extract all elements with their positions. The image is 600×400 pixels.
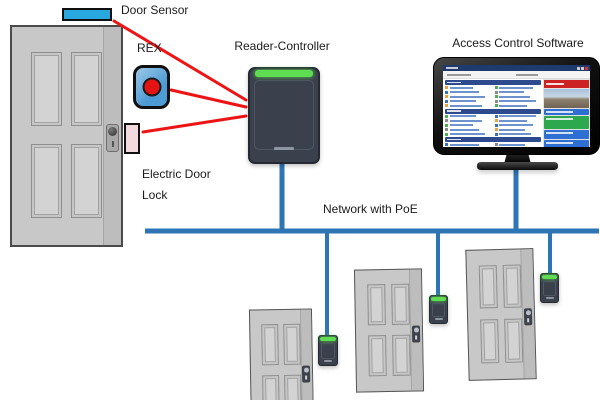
reader-led: [431, 297, 446, 301]
door-panel: [260, 323, 279, 366]
lock-wire: [141, 114, 248, 134]
reader-controller-label: Reader-Controller: [234, 39, 330, 53]
screen-section-header: [445, 108, 541, 114]
reader-face: [254, 80, 314, 150]
event-card: [544, 116, 589, 129]
door-panel: [71, 143, 102, 218]
rex-wire: [169, 88, 248, 109]
door-knob: [108, 127, 117, 136]
app-body: [443, 79, 590, 147]
door-panel: [284, 375, 303, 400]
screen-row: [445, 86, 541, 90]
screen-section-header: [445, 80, 541, 85]
app-logo-mark: [446, 67, 458, 69]
door-panel: [31, 51, 62, 126]
reader-face: [432, 303, 445, 317]
camera-snapshot: [544, 89, 589, 108]
screen-list: [443, 79, 543, 147]
screen-row: [445, 99, 541, 104]
event-sidebar-header: [544, 80, 589, 88]
door-lockset: [301, 365, 311, 383]
reader-brand-logo: [324, 360, 332, 362]
door-lockset: [523, 308, 533, 326]
door-panel: [504, 318, 524, 363]
door-reader-2: [429, 295, 448, 324]
door-panel: [366, 283, 386, 326]
door-sensor: [62, 8, 112, 21]
screen-sidebar-cards: [544, 109, 589, 147]
toolbar-item: [447, 73, 471, 76]
toolbar-item: [516, 73, 538, 76]
window-button: [577, 66, 580, 70]
app-title-bar: [443, 65, 590, 71]
screen-row: [445, 143, 541, 147]
door-lockset: [411, 325, 421, 343]
access-control-software-label: Access Control Software: [452, 36, 584, 50]
alert-icon: [585, 66, 588, 70]
event-sidebar: [543, 79, 590, 147]
reader-led: [255, 70, 313, 77]
reader-led: [542, 275, 557, 279]
door-stile: [300, 309, 314, 400]
event-card: [544, 140, 589, 147]
reader-brand-logo: [434, 318, 443, 320]
electric-door-lock: [124, 123, 140, 154]
keyhole: [112, 141, 114, 147]
door-panel: [71, 51, 102, 126]
door-knob: [303, 367, 310, 373]
secured-door: [10, 25, 123, 247]
monitor: [433, 57, 600, 155]
rex-label: REX: [137, 41, 162, 55]
remote-door-2: [353, 268, 425, 393]
remote-door-1: [248, 308, 315, 400]
door-panel: [391, 283, 411, 325]
door-lockset: [106, 124, 119, 152]
window-button: [581, 66, 584, 70]
rex-indicator: [142, 77, 161, 97]
door-panel: [31, 143, 62, 218]
reader-brand-logo: [545, 297, 554, 299]
door-panel: [261, 375, 280, 400]
remote-door-3: [465, 248, 537, 381]
door-panel: [478, 264, 498, 309]
event-card: [544, 109, 589, 115]
screen-row: [445, 128, 541, 132]
door-reader-1: [318, 335, 338, 366]
rex-button: [133, 65, 170, 109]
reader-face: [543, 281, 556, 296]
door-panel: [502, 264, 523, 309]
door-panel: [367, 334, 387, 377]
door-sensor-label: Door Sensor: [121, 3, 189, 17]
door-knob: [413, 327, 420, 333]
door-panel: [283, 323, 302, 366]
monitor-base: [477, 162, 558, 170]
screen-row: [445, 119, 541, 123]
screen-section-header: [445, 137, 541, 142]
monitor-stand: [504, 152, 531, 164]
screen-row: [445, 90, 541, 95]
screen-row: [445, 114, 541, 119]
electric-door-lock-label: Electric Door Lock: [142, 167, 211, 202]
reader-brand-logo: [274, 147, 294, 150]
app-toolbar: [443, 71, 590, 79]
door-reader-3: [540, 273, 559, 303]
keyhole: [415, 335, 418, 340]
screen-row: [445, 104, 541, 108]
monitor-screen: [443, 65, 590, 147]
screen-row: [445, 123, 541, 128]
keyhole: [527, 318, 530, 323]
reader-face: [321, 343, 335, 359]
door-knob: [525, 310, 532, 316]
event-card: [544, 130, 589, 139]
reader-led: [320, 337, 336, 341]
keyhole: [305, 375, 308, 380]
network-label: Network with PoE: [323, 202, 418, 216]
door-panel: [392, 334, 412, 376]
screen-row: [445, 132, 541, 137]
door-panel: [479, 319, 500, 364]
screen-row: [445, 95, 541, 99]
reader-controller-device: [248, 67, 320, 164]
